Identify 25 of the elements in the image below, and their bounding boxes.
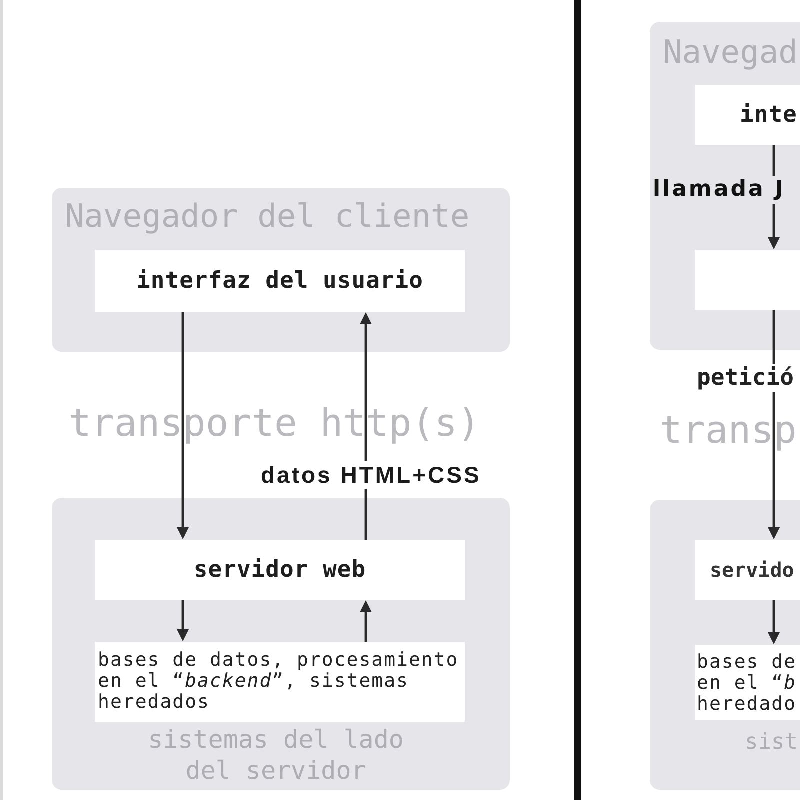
process-box (695, 645, 800, 720)
group-panel (52, 498, 510, 790)
process-label: servido (710, 557, 794, 583)
process-label: interfaz del usuario (136, 267, 424, 295)
process-label: servidor web (194, 556, 366, 584)
process-box (95, 540, 465, 600)
body-text: bases de datos, procesamiento en el “backend”, sistemas heredados (98, 650, 460, 713)
process-box (695, 540, 800, 600)
arrow (360, 312, 372, 540)
process-label: inte (740, 101, 798, 129)
arrow (360, 600, 372, 642)
process-box (95, 250, 465, 312)
arrow (768, 310, 780, 540)
arrow (177, 312, 189, 540)
process-box (695, 85, 800, 145)
process-box (695, 250, 800, 310)
arrow (768, 600, 780, 644)
group-panel (650, 500, 800, 790)
process-box (95, 642, 465, 722)
group-panel (650, 22, 800, 350)
body-text: bases de en el “b heredado (697, 652, 798, 715)
arrow (177, 600, 189, 642)
panel-caption: sistemas del lado del servidor (147, 724, 405, 786)
panel-caption: sist (745, 729, 798, 757)
group-panel (52, 188, 510, 352)
